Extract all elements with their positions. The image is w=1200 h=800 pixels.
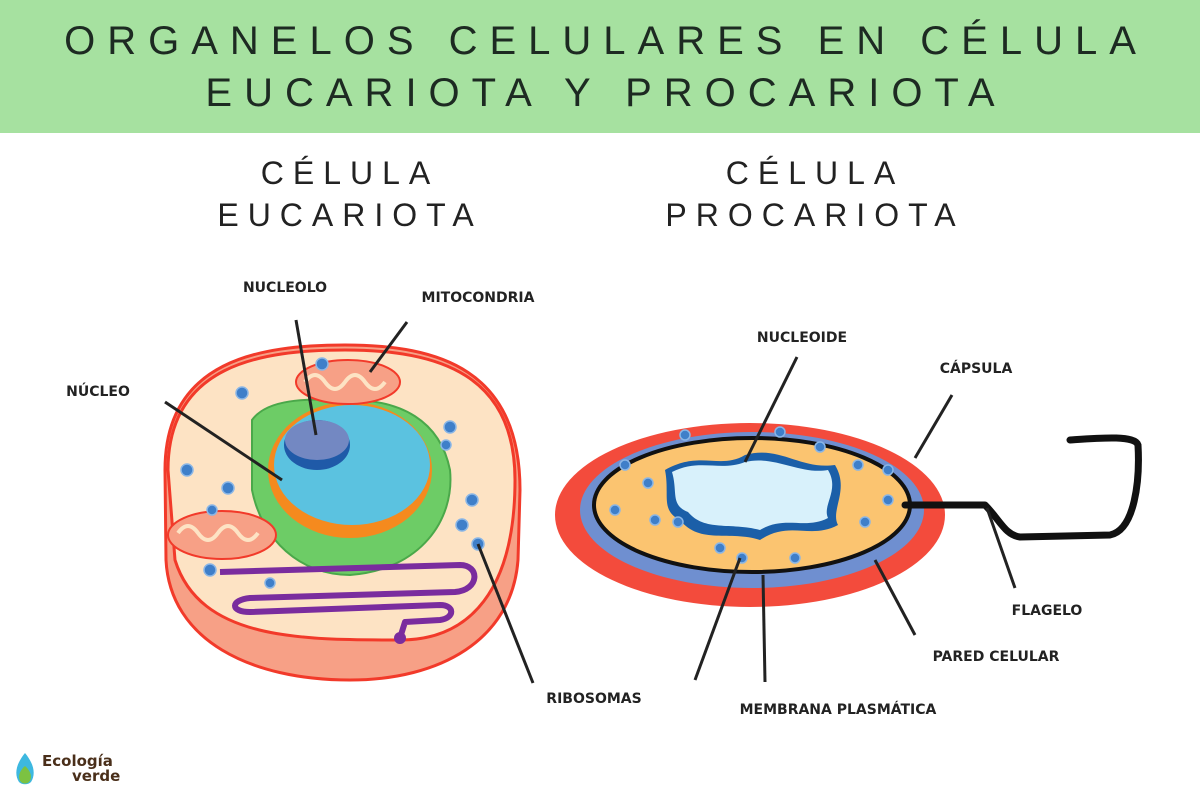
title-banner: ORGANELOS CELULARES EN CÉLULA EUCARIOTA …	[0, 0, 1200, 133]
label-nucleoide: NUCLEOIDE	[757, 330, 847, 346]
label-pared-celular: PARED CELULAR	[933, 649, 1060, 665]
prokaryote-heading: CÉLULA PROCARIOTA	[665, 152, 965, 236]
logo-text: Ecología	[42, 752, 113, 770]
label-mitocondria: MITOCONDRIA	[422, 290, 535, 306]
leader-lines	[164, 319, 1017, 684]
title-line-2: EUCARIOTA Y PROCARIOTA	[205, 70, 1007, 115]
heading-line: EUCARIOTA	[217, 197, 483, 233]
logo-text: verde	[72, 767, 121, 785]
heading-line: CÉLULA	[725, 155, 905, 191]
label-nucleolo: NUCLEOLO	[243, 280, 327, 296]
flagellum	[901, 434, 1142, 541]
eukaryote-heading: CÉLULA EUCARIOTA	[200, 152, 500, 236]
ribosomes	[180, 357, 485, 589]
mitochondrion	[167, 510, 277, 560]
label-ribosomas: RIBOSOMAS	[546, 691, 641, 707]
label-flagelo: FLAGELO	[1012, 603, 1083, 619]
eukaryotic-cell	[163, 343, 522, 682]
label-membrana-plasmatica: MEMBRANA PLASMÁTICA	[740, 701, 937, 718]
label-nucleo: NÚCLEO	[66, 382, 130, 400]
title-line-1: ORGANELOS CELULARES EN CÉLULA	[64, 18, 1148, 63]
heading-line: CÉLULA	[260, 155, 440, 191]
label-capsula: CÁPSULA	[940, 360, 1013, 377]
ecologia-verde-logo: Ecología verde	[14, 752, 120, 786]
mitochondrion	[295, 359, 401, 405]
ribosomes	[609, 426, 894, 564]
heading-line: PROCARIOTA	[665, 197, 965, 233]
prokaryotic-cell	[555, 423, 1142, 607]
leaf-icon	[16, 753, 34, 785]
